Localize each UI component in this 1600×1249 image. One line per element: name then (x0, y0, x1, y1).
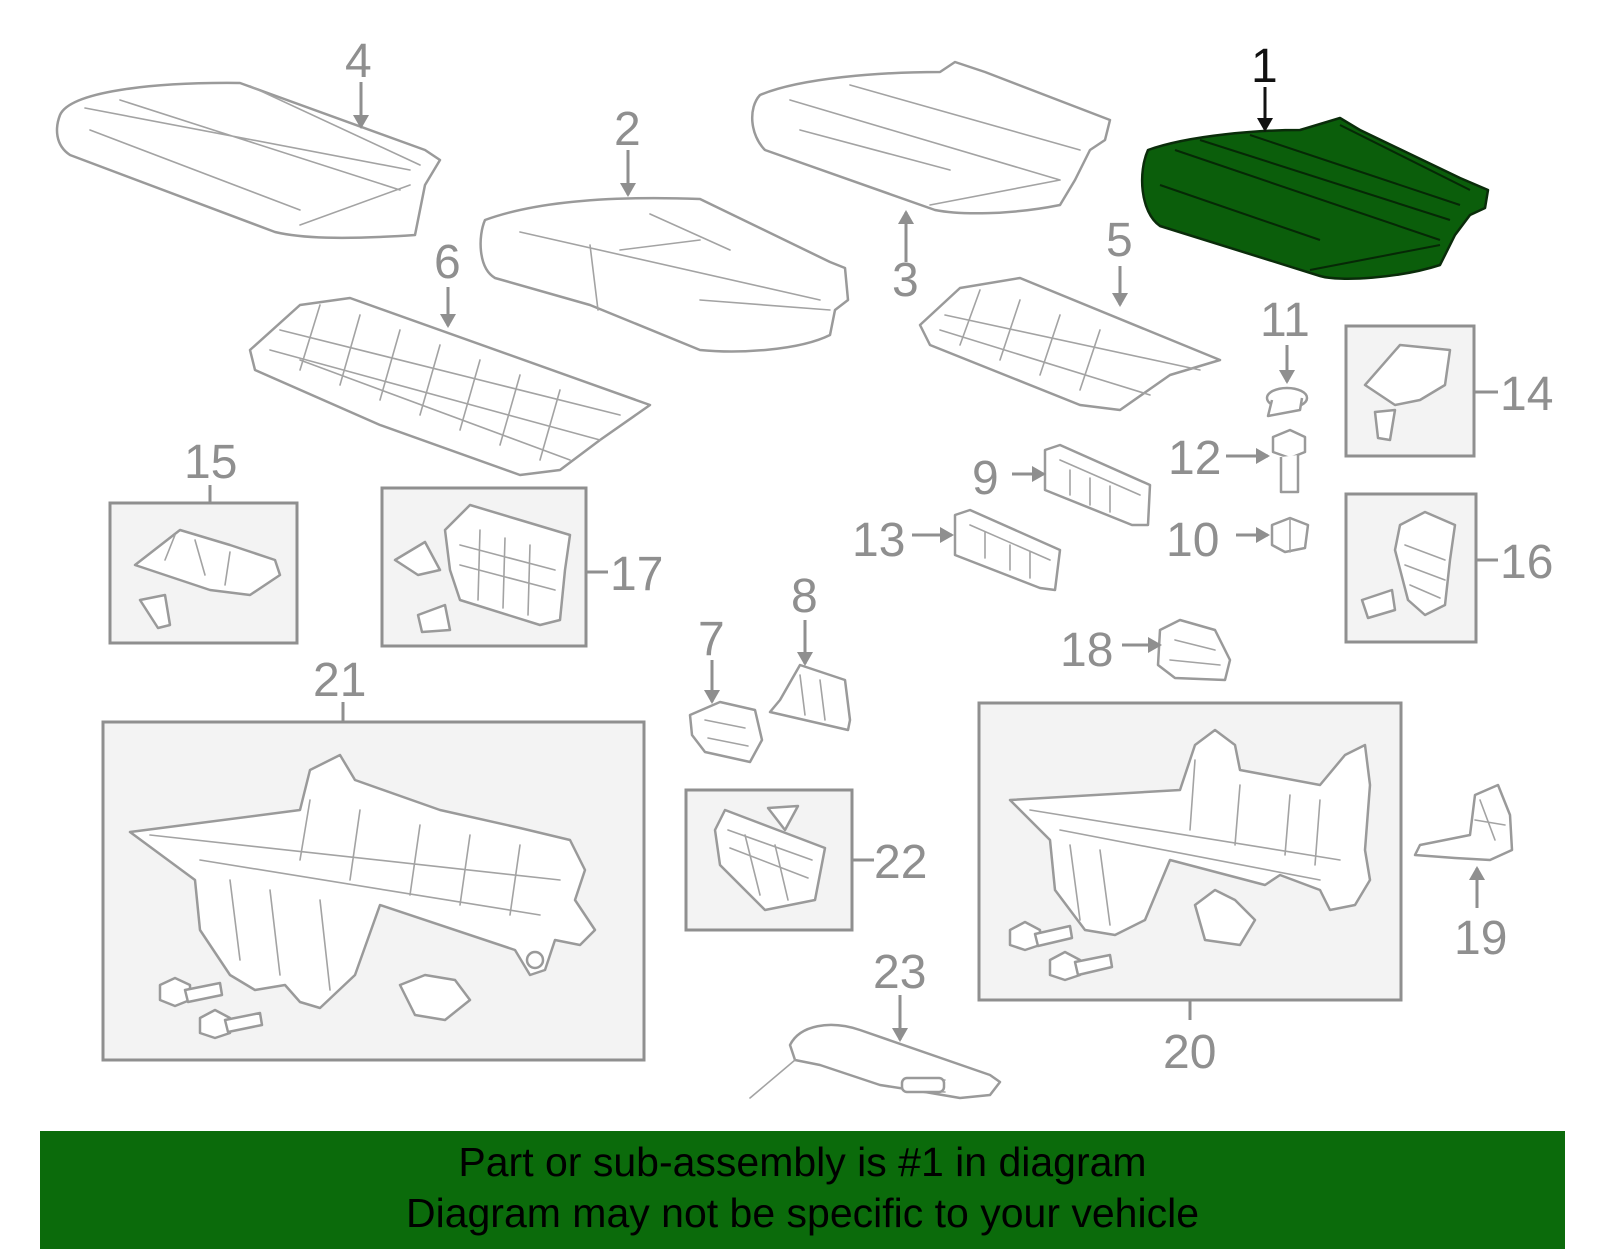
part-12-drawing (1271, 428, 1307, 494)
part-21-drawing (128, 753, 597, 1040)
label-3: 3 (892, 254, 919, 307)
banner-line-1: Part or sub-assembly is #1 in diagram (458, 1139, 1147, 1185)
part-3-drawing (750, 60, 1112, 215)
banner-line-2: Diagram may not be specific to your vehi… (405, 1190, 1199, 1236)
part-7-drawing (688, 700, 764, 764)
leader-5-arrow (1112, 293, 1128, 307)
label-13: 13 (852, 514, 905, 567)
part-5-drawing (918, 276, 1222, 412)
label-9: 9 (972, 452, 999, 505)
part-10-drawing (1270, 516, 1310, 554)
leader-7-arrow (704, 690, 720, 704)
label-20: 20 (1163, 1026, 1216, 1079)
part-4-drawing (55, 81, 442, 240)
label-16: 16 (1500, 536, 1553, 589)
leader-10-arrow (1256, 527, 1270, 543)
part-8-drawing (768, 663, 852, 732)
disclaimer-banner: Part or sub-assembly is #1 in diagram Di… (40, 1131, 1565, 1249)
part-13-drawing (953, 508, 1062, 592)
leader-1-arrow (1257, 118, 1273, 132)
leader-2-arrow (620, 183, 636, 197)
leader-12-arrow (1256, 448, 1270, 464)
part-14-drawing (1363, 343, 1452, 442)
part-17-drawing (393, 503, 572, 634)
leader-13-arrow (940, 527, 954, 543)
label-19: 19 (1454, 912, 1507, 965)
leader-8-arrow (797, 652, 813, 666)
part-19-drawing (1413, 783, 1514, 862)
label-14: 14 (1500, 368, 1553, 421)
label-23: 23 (873, 946, 926, 999)
leader-19-arrow (1469, 866, 1485, 880)
part-18-drawing (1156, 618, 1232, 682)
part-11-drawing (1265, 386, 1309, 418)
part-6-drawing (248, 296, 652, 477)
label-7: 7 (698, 613, 725, 666)
part-2-drawing (479, 196, 850, 353)
label-10: 10 (1166, 514, 1219, 567)
label-17: 17 (610, 548, 663, 601)
part-22-drawing (713, 804, 827, 912)
leader-3-arrow (898, 210, 914, 224)
label-21: 21 (313, 654, 366, 707)
label-1: 1 (1251, 40, 1278, 93)
label-11: 11 (1260, 294, 1310, 347)
leader-9-arrow (1032, 466, 1046, 482)
label-22: 22 (874, 836, 927, 889)
leader-18-arrow (1148, 637, 1162, 653)
leader-23-arrow (892, 1028, 908, 1042)
part-16-drawing (1360, 510, 1457, 620)
leader-6-arrow (440, 314, 456, 328)
part-1-drawing-highlighted (1140, 116, 1490, 280)
part-23-drawing (749, 1023, 1002, 1100)
part-20-drawing (1008, 728, 1372, 982)
label-4: 4 (345, 35, 372, 88)
label-18: 18 (1060, 624, 1113, 677)
label-2: 2 (614, 103, 641, 156)
part-9-drawing (1043, 443, 1152, 527)
label-6: 6 (434, 236, 461, 289)
label-15: 15 (184, 436, 237, 489)
part-15-drawing (133, 528, 282, 630)
label-8: 8 (791, 570, 818, 623)
leader-11-arrow (1279, 370, 1295, 384)
label-5: 5 (1106, 214, 1133, 267)
leader-4-arrow (353, 115, 369, 129)
label-12: 12 (1168, 432, 1221, 485)
